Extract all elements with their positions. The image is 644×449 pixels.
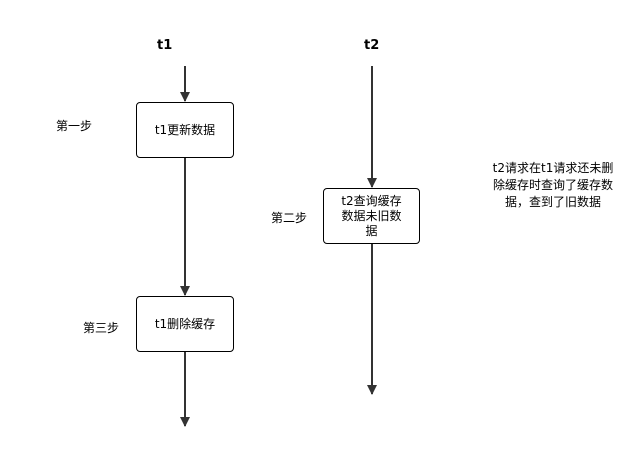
explanation-note: t2请求在t1请求还未删 除缓存时查询了缓存数 据，查到了旧数据 (478, 160, 628, 211)
step2-label: 第二步 (271, 211, 308, 225)
t1-title: t1 (157, 38, 173, 53)
step3-label: 第三步 (83, 321, 120, 335)
note-line2: 除缓存时查询了缓存数 (492, 178, 613, 192)
t1-delete-node: t1删除缓存 (136, 296, 234, 352)
t2-query-node: t2查询缓存 数据未旧数 据 (323, 188, 420, 244)
step1-label: 第一步 (56, 119, 93, 133)
t2-query-text-line3: 据 (365, 223, 378, 238)
t2-query-text-line2: 数据未旧数 (341, 208, 402, 223)
note-line3: 据，查到了旧数据 (504, 195, 601, 209)
t2-title: t2 (364, 38, 380, 53)
note-line1: t2请求在t1请求还未删 (492, 161, 614, 175)
t2-query-text-line1: t2查询缓存 (341, 193, 402, 208)
t1-update-node: t1更新数据 (136, 102, 234, 158)
t1-delete-text: t1删除缓存 (154, 316, 216, 331)
t1-update-text: t1更新数据 (154, 122, 216, 137)
